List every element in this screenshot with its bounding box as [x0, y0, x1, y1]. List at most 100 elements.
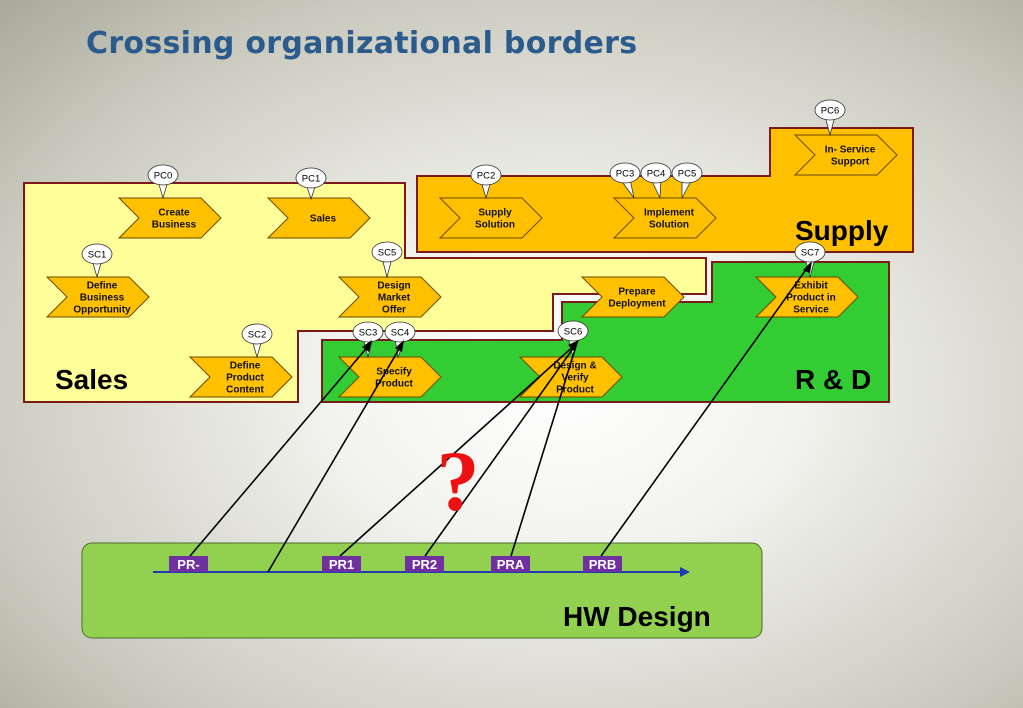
- callout-label: PC6: [821, 106, 839, 117]
- process-label: Content: [226, 385, 264, 396]
- callout-joint: [363, 336, 373, 340]
- callout-bubble: [470, 164, 502, 186]
- callout-label: PC5: [678, 169, 696, 180]
- callout-joint: [395, 336, 405, 340]
- callout-label: SC7: [801, 248, 819, 259]
- callout-sc3: SC3: [352, 321, 384, 359]
- process-label: Product: [556, 385, 594, 396]
- callout-bubble: [81, 243, 113, 265]
- callout-bubble: [371, 241, 403, 263]
- process-shape: [188, 356, 293, 398]
- milestone-box: [491, 556, 530, 572]
- process-label: Exhibit: [794, 281, 828, 292]
- callout-joint: [568, 335, 578, 339]
- callout-bubble: [640, 162, 672, 184]
- callout-bubble: [241, 323, 273, 345]
- milestone-label: PR1: [329, 557, 354, 572]
- process-shape: [337, 276, 442, 318]
- callout-bubble: [295, 167, 327, 189]
- process-label: Prepare: [618, 287, 656, 298]
- milestone-label: PRB: [589, 557, 616, 572]
- callout-label: SC5: [378, 248, 396, 259]
- callout-sc2: SC2: [241, 323, 273, 359]
- arrowhead-sc7: [803, 261, 812, 273]
- milestone-prb[interactable]: PRB: [583, 556, 622, 572]
- process-label: Market: [378, 293, 411, 304]
- process-label: Create: [158, 208, 190, 219]
- process-shape: [45, 276, 150, 318]
- process-label: Deployment: [608, 299, 666, 310]
- callout-bubble: [814, 99, 846, 121]
- connector-prb-sc7: [600, 263, 811, 557]
- callout-sc5: SC5: [371, 241, 403, 279]
- callout-pc2: PC2: [470, 164, 502, 200]
- callout-label: SC4: [391, 328, 409, 339]
- callout-joint: [620, 177, 630, 181]
- callout-label: PC1: [302, 174, 320, 185]
- process-shape: [754, 276, 859, 318]
- callout-bubble: [671, 162, 703, 184]
- callout-pc3: PC3: [609, 162, 641, 199]
- process-label: Define: [230, 361, 261, 372]
- process-label: Solution: [649, 220, 689, 231]
- callout-bubble: [147, 164, 179, 186]
- milestone-pr1[interactable]: PR1: [322, 556, 361, 572]
- callout-joint: [805, 256, 815, 260]
- milestone-pra[interactable]: PRA: [491, 556, 530, 572]
- milestone-pr2[interactable]: PR2: [405, 556, 444, 572]
- process-shape: [337, 356, 442, 398]
- callout-joint: [382, 256, 392, 260]
- callout-label: SC6: [564, 327, 582, 338]
- callout-joint: [481, 179, 491, 183]
- callout-pc0: PC0: [147, 164, 179, 200]
- callout-bubble: [384, 321, 416, 343]
- hw-design-label: HW Design: [563, 601, 711, 632]
- callout-bubble: [557, 320, 589, 342]
- callout-joint: [825, 114, 835, 118]
- milestone-pr[interactable]: PR-: [169, 556, 208, 572]
- process-shape: [266, 197, 371, 239]
- process-label: Product in: [786, 293, 835, 304]
- process-label: Design: [377, 281, 410, 292]
- milestone-label: PR-: [177, 557, 199, 572]
- connector-lines: [189, 263, 811, 573]
- process-label: Supply: [478, 208, 512, 219]
- milestone-label: PRA: [497, 557, 525, 572]
- callout-joint: [92, 258, 102, 262]
- arrowhead-sc6: [568, 340, 579, 351]
- callout-label: PC3: [616, 169, 634, 180]
- callout-label: PC2: [477, 171, 495, 182]
- process-label: Product: [226, 373, 264, 384]
- callout-label: SC3: [359, 328, 377, 339]
- process-shape: [580, 276, 685, 318]
- process-shape: [612, 197, 717, 239]
- process-label: Implement: [644, 208, 695, 219]
- process-label: In- Service: [825, 145, 876, 156]
- callout-label: SC2: [248, 330, 266, 341]
- sales-label: Sales: [55, 364, 129, 395]
- rnd-label: R & D: [795, 364, 872, 395]
- callout-pc1: PC1: [295, 167, 327, 201]
- process-label: Offer: [382, 305, 406, 316]
- process-label: Specify: [376, 367, 412, 378]
- milestone-box: [169, 556, 208, 572]
- process-label: Opportunity: [73, 305, 131, 316]
- process-sales[interactable]: Sales: [266, 197, 371, 239]
- process-label: Define: [87, 281, 118, 292]
- callout-pc4: PC4: [640, 162, 672, 199]
- arrowhead-sc4: [395, 340, 404, 352]
- process-label: Support: [831, 157, 870, 168]
- callout-sc1: SC1: [81, 243, 113, 279]
- callout-label: PC0: [154, 171, 172, 182]
- process-label: Sales: [310, 214, 337, 225]
